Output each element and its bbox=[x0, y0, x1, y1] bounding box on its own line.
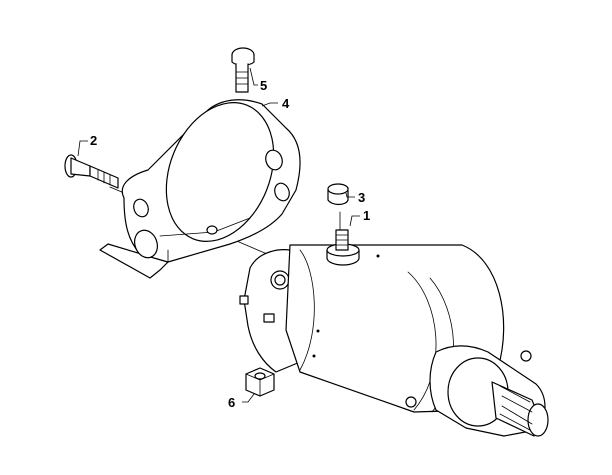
callout-2: 2 bbox=[90, 133, 97, 148]
callout-1: 1 bbox=[363, 208, 370, 223]
callout-3: 3 bbox=[358, 190, 365, 205]
long-bolt bbox=[64, 154, 119, 189]
mounting-bracket bbox=[99, 99, 301, 279]
hex-nut bbox=[245, 367, 275, 397]
callout-5: 5 bbox=[260, 78, 267, 93]
short-bolt bbox=[231, 47, 255, 93]
leader-lines bbox=[77, 67, 360, 403]
callouts: 1 2 3 4 5 6 bbox=[90, 78, 370, 410]
callout-6: 6 bbox=[228, 395, 235, 410]
callout-4: 4 bbox=[282, 96, 290, 111]
starter-motor bbox=[239, 229, 549, 437]
cap-nut bbox=[327, 183, 349, 206]
